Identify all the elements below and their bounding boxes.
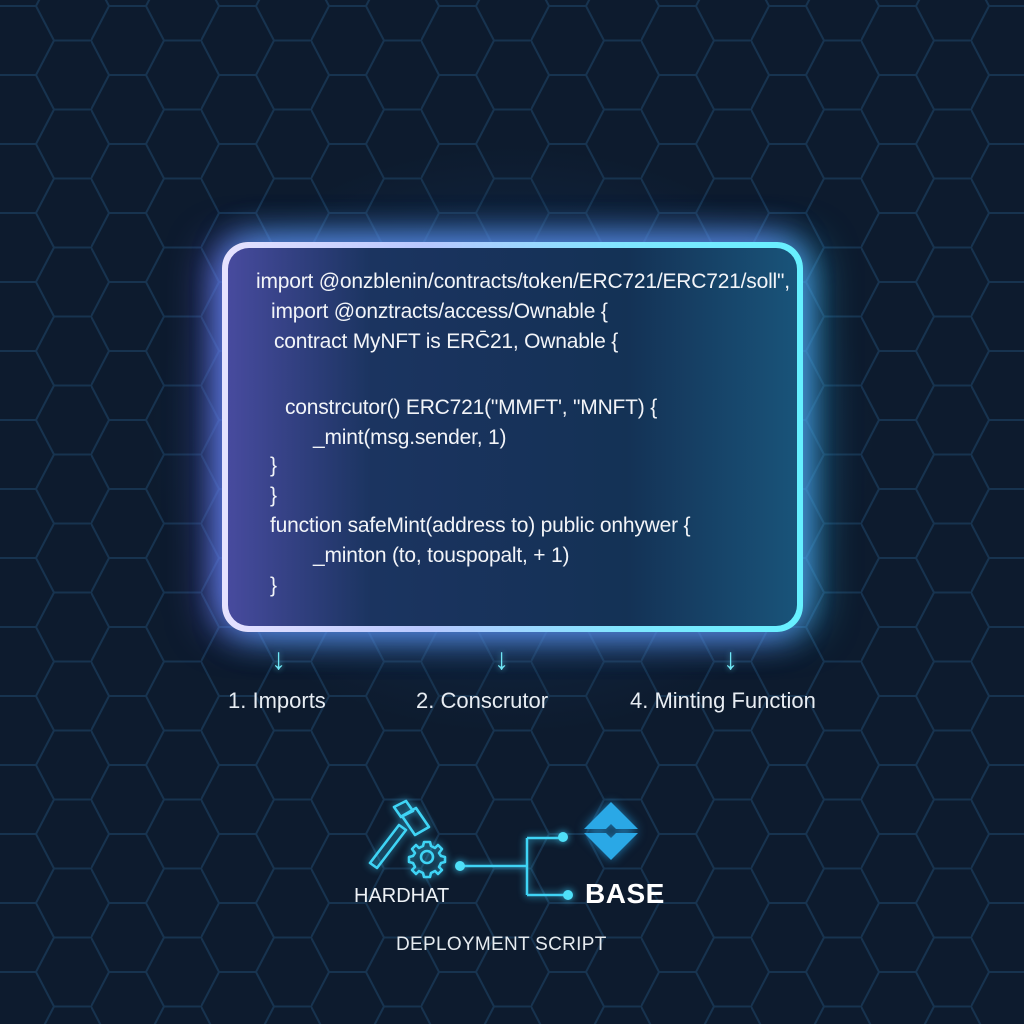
deployment-script-caption: DEPLOYMENT SCRIPT: [396, 934, 607, 955]
code-line: import @onzblenin/contracts/token/ERC721…: [256, 270, 790, 293]
hammer-gear-icon: [368, 799, 447, 879]
code-snippet-body: import @onzblenin/contracts/token/ERC721…: [228, 248, 797, 626]
step-label-minting-function: 4. Minting Function: [630, 688, 816, 713]
code-line: constrcutor() ERC721("MMFT', "MNFT) {: [285, 396, 658, 419]
code-line: }: [270, 484, 277, 507]
down-arrow-icon: ↓: [271, 643, 286, 676]
down-arrow-icon: ↓: [494, 643, 509, 676]
base-label: BASE: [585, 878, 665, 909]
down-arrow-icon: ↓: [723, 643, 738, 676]
code-line: _mint(msg.sender, 1): [313, 426, 507, 449]
code-line: function safeMint(address to) public onh…: [270, 514, 691, 537]
code-line: import @onztracts/access/Ownable {: [271, 300, 608, 323]
hardhat-label: HARDHAT: [354, 885, 450, 907]
code-line: _minton (to, touspopalt, + 1): [313, 544, 570, 567]
code-line: }: [270, 574, 277, 597]
step-label-imports: 1. Imports: [228, 688, 326, 713]
step-label-constructor: 2. Conscrutor: [416, 688, 549, 713]
deployment-connector: [455, 832, 573, 900]
base-diamond-icon: [584, 802, 638, 860]
code-line: contract MyNFT is ERC̄21, Ownable {: [274, 330, 619, 353]
code-line: }: [270, 454, 277, 477]
code-snippet-frame: import @onzblenin/contracts/token/ERC721…: [222, 242, 803, 632]
